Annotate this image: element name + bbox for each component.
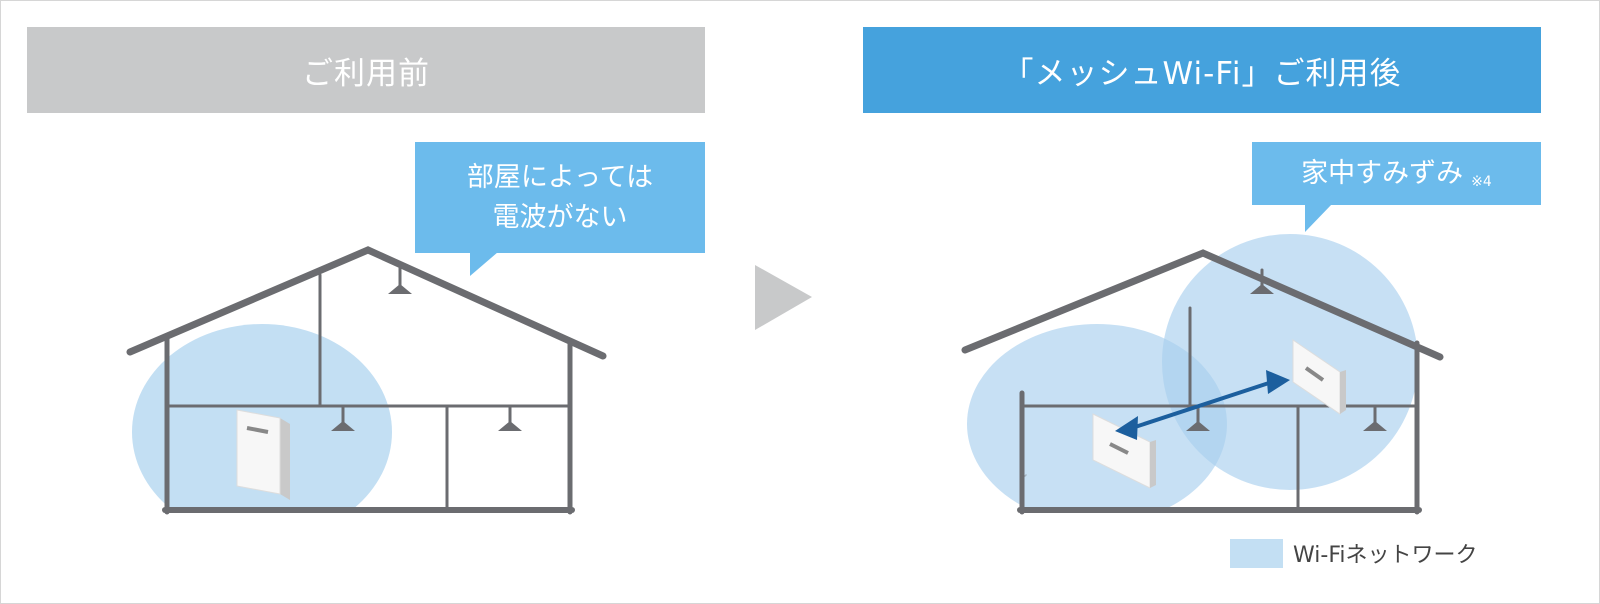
ceiling-lamp-icon — [331, 284, 522, 431]
wifi-coverage-area — [1162, 234, 1418, 490]
after-callout: 家中すみずみ ※4 — [1252, 142, 1541, 205]
before-callout-tail — [470, 252, 498, 276]
mesh-router-icon — [1292, 339, 1346, 415]
next-arrow-icon — [755, 265, 812, 330]
after-callout-tail — [1305, 204, 1332, 232]
after-header: 「メッシュWi-Fi」ご利用後 — [863, 27, 1541, 113]
after-house — [961, 249, 1444, 515]
before-callout-line2: 電波がない — [492, 201, 628, 233]
before-title: ご利用前 — [302, 55, 430, 92]
legend-label: Wi-Fiネットワーク — [1293, 543, 1478, 568]
after-callout-text: 家中すみずみ — [1301, 157, 1464, 189]
ceiling-lamp-icon — [1186, 284, 1387, 431]
before-header: ご利用前 — [27, 27, 705, 113]
before-callout-line1: 部屋によっては — [466, 161, 654, 193]
after-title: 「メッシュWi-Fi」ご利用後 — [1002, 55, 1402, 92]
legend: Wi-Fiネットワーク — [1230, 537, 1478, 569]
footnote-marker: ※4 — [1471, 173, 1492, 190]
before-callout: 部屋によっては 電波がない — [415, 142, 705, 253]
before-house — [126, 246, 607, 515]
router-icon — [236, 409, 290, 500]
legend-swatch — [1230, 538, 1283, 568]
mesh-link-arrow-icon — [1115, 370, 1290, 440]
